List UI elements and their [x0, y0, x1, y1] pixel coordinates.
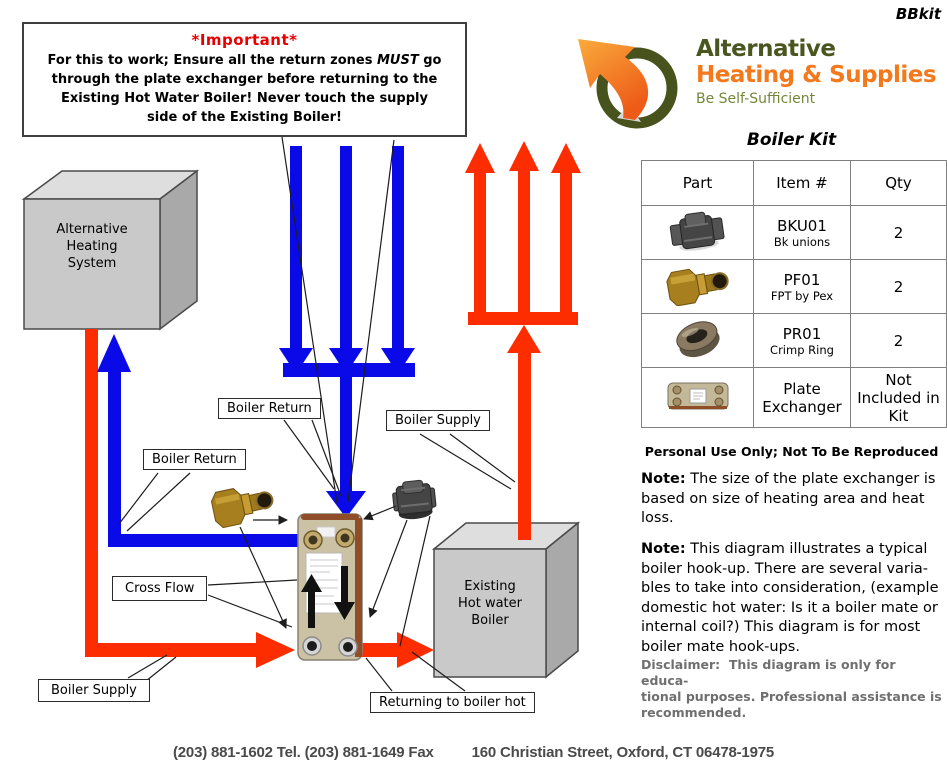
- callout-boiler-supply-bottom: Boiler Supply: [38, 679, 150, 702]
- part-cell: [641, 367, 754, 428]
- bbkit-code: BBkit: [895, 5, 941, 23]
- footer-phone: (203) 881-1602 Tel. (203) 881-1649 Fax: [172, 744, 434, 761]
- crimp-ring-photo: [675, 320, 720, 357]
- callout-boiler-return-upper: Boiler Return: [218, 398, 321, 419]
- brass-fitting-photo: [665, 268, 729, 306]
- logo-line1: Alternative: [696, 36, 836, 62]
- qty-cell: 2: [850, 205, 947, 260]
- part-cell: [641, 205, 754, 260]
- callout-cross-flow: Cross Flow: [112, 576, 208, 601]
- black-union-image: [392, 479, 437, 520]
- boiler-kit-title: Boiler Kit: [746, 130, 837, 150]
- footer-contact: (203) 881-1602 Tel. (203) 881-1649 Fax 1…: [0, 744, 947, 761]
- piping-diagram: [21, 136, 581, 692]
- logo-tagline: Be Self-Sufficient: [696, 91, 816, 107]
- table-row: PR01 Crimp Ring 2: [641, 313, 947, 368]
- part-cell: [641, 259, 754, 314]
- note-plate-size: Note: The size of the plate exchanger is…: [641, 471, 936, 526]
- qty-cell: Not Included in Kit: [850, 367, 947, 428]
- logo-arrow-icon: [578, 39, 649, 120]
- important-body: For this to work; Ensure all the return …: [47, 53, 442, 125]
- part-cell: [641, 313, 754, 368]
- header-item: Item #: [753, 160, 851, 206]
- black-union-photo: [669, 211, 725, 251]
- logo-ring-icon: [596, 47, 678, 129]
- table-header-row: Part Item # Qty: [641, 160, 947, 206]
- must-emphasis: MUST: [376, 53, 419, 68]
- footer-address: 160 Christian Street, Oxford, CT 06478-1…: [471, 744, 775, 761]
- item-cell: Plate Exchanger: [753, 367, 851, 428]
- supply-pipes-red: [85, 141, 581, 668]
- plate-exchanger-image: [297, 513, 363, 661]
- disclaimer: Disclaimer: This diagram is only for edu…: [641, 657, 942, 720]
- plate-exchanger-photo: [667, 382, 728, 409]
- leader-lines: [118, 136, 516, 692]
- qty-cell: 2: [850, 259, 947, 314]
- callout-boiler-return-lower: Boiler Return: [143, 449, 246, 470]
- brass-fitting-image: [210, 488, 274, 529]
- logo-line2: Heating & Supplies: [696, 62, 937, 88]
- qty-cell: 2: [850, 313, 947, 368]
- note-diagram-variables: Note: This diagram illustrates a typical…: [641, 541, 939, 655]
- callout-returning-to-boiler: Returning to boiler hot: [370, 692, 535, 713]
- personal-use-notice: Personal Use Only; Not To Be Reproduced: [644, 444, 939, 459]
- important-warning-box: *Important* For this to work; Ensure all…: [22, 22, 467, 137]
- existing-boiler-box-label: Existing Hot water Boiler: [458, 579, 522, 628]
- important-title: *Important*: [191, 31, 298, 49]
- company-logo-text: Alternative Heating & Supplies Be Self-S…: [696, 36, 937, 107]
- alt-heating-box-shape: [21, 169, 200, 331]
- existing-boiler-box-shape: [431, 521, 581, 679]
- company-logo-icon: [578, 39, 678, 129]
- table-row: BKU01 Bk unions 2: [641, 205, 947, 260]
- table-row: Plate Exchanger Not Included in Kit: [641, 367, 947, 428]
- callout-boiler-supply-top: Boiler Supply: [386, 410, 490, 431]
- header-qty: Qty: [850, 160, 947, 206]
- header-part: Part: [641, 160, 754, 206]
- item-cell: PR01 Crimp Ring: [753, 313, 851, 368]
- cross-flow-arrows-icon: [301, 566, 355, 628]
- parts-table: Part Item # Qty BKU01 B: [641, 160, 947, 428]
- table-row: PF01 FPT by Pex 2: [641, 259, 947, 314]
- item-cell: BKU01 Bk unions: [753, 205, 851, 260]
- alt-heating-box-label: Alternative Heating System: [56, 222, 128, 271]
- item-cell: PF01 FPT by Pex: [753, 259, 851, 314]
